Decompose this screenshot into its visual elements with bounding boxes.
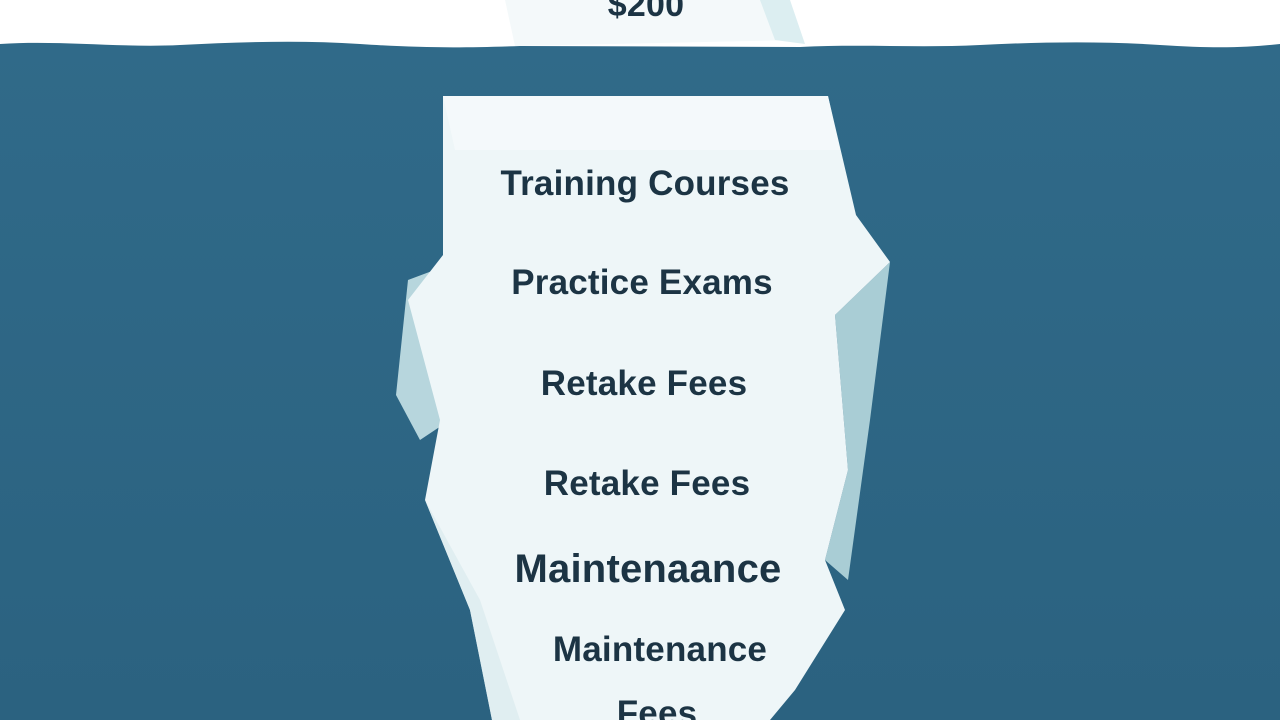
hidden-cost-label: Practice Exams <box>511 263 773 302</box>
hidden-cost-label: Retake Fees <box>543 464 751 503</box>
iceberg-right-facet <box>825 262 890 580</box>
hidden-cost-label: Retake Fees <box>540 364 748 403</box>
iceberg-body <box>408 96 890 720</box>
iceberg-tip-shade <box>760 0 805 44</box>
hidden-cost-label: Training Courses <box>500 164 790 203</box>
tip-cost-label: $200 <box>607 0 685 24</box>
hidden-cost-label: Maintenance <box>552 630 768 669</box>
hidden-cost-label: Fees <box>616 694 698 720</box>
iceberg-highlight <box>443 96 840 150</box>
iceberg-tip <box>505 0 800 46</box>
iceberg-inner-facet <box>425 500 520 720</box>
hidden-cost-label: Maintenaance <box>514 547 782 591</box>
